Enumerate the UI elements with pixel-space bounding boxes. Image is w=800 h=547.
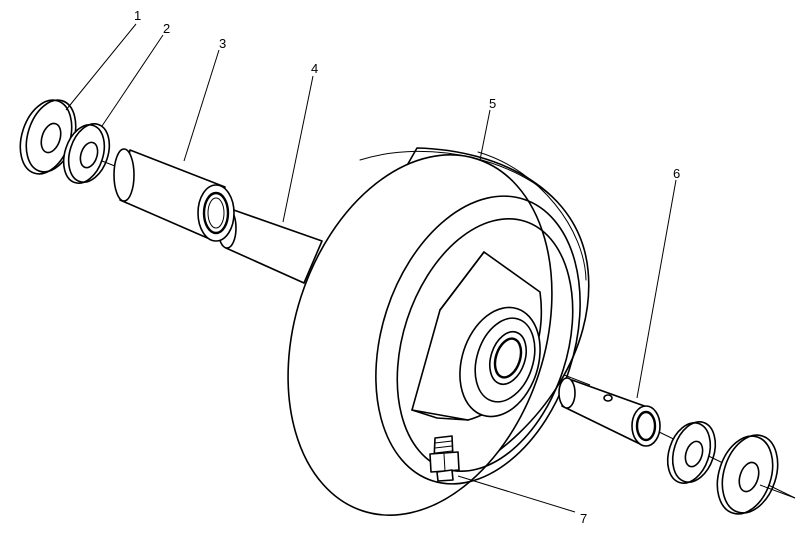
washer-right-inner [666, 421, 717, 484]
leader-1 [65, 23, 137, 111]
leader-5 [479, 109, 491, 161]
callout-4: 4 [311, 61, 318, 76]
washer-part-1 [19, 99, 77, 175]
callout-3: 3 [219, 36, 226, 51]
grease-fitting-part-7 [429, 435, 460, 482]
callout-6: 6 [673, 166, 680, 181]
leader-4 [282, 75, 314, 223]
callout-2: 2 [163, 21, 170, 36]
wheel-part-5 [287, 147, 590, 516]
spacer-tube-part-6 [558, 377, 661, 447]
washer-part-2 [62, 123, 111, 184]
callout-7: 7 [580, 511, 587, 526]
washer-right-outer [716, 434, 779, 515]
leader-7 [457, 475, 576, 513]
callout-1: 1 [134, 8, 141, 23]
callout-5: 5 [489, 96, 496, 111]
leader-3 [183, 49, 220, 162]
leader-lines [65, 23, 677, 513]
leader-2 [101, 34, 164, 127]
bearing-sleeve-part-3 [113, 148, 235, 242]
callout-labels: 1 2 3 4 5 6 7 [134, 8, 680, 526]
leader-6 [636, 179, 677, 399]
